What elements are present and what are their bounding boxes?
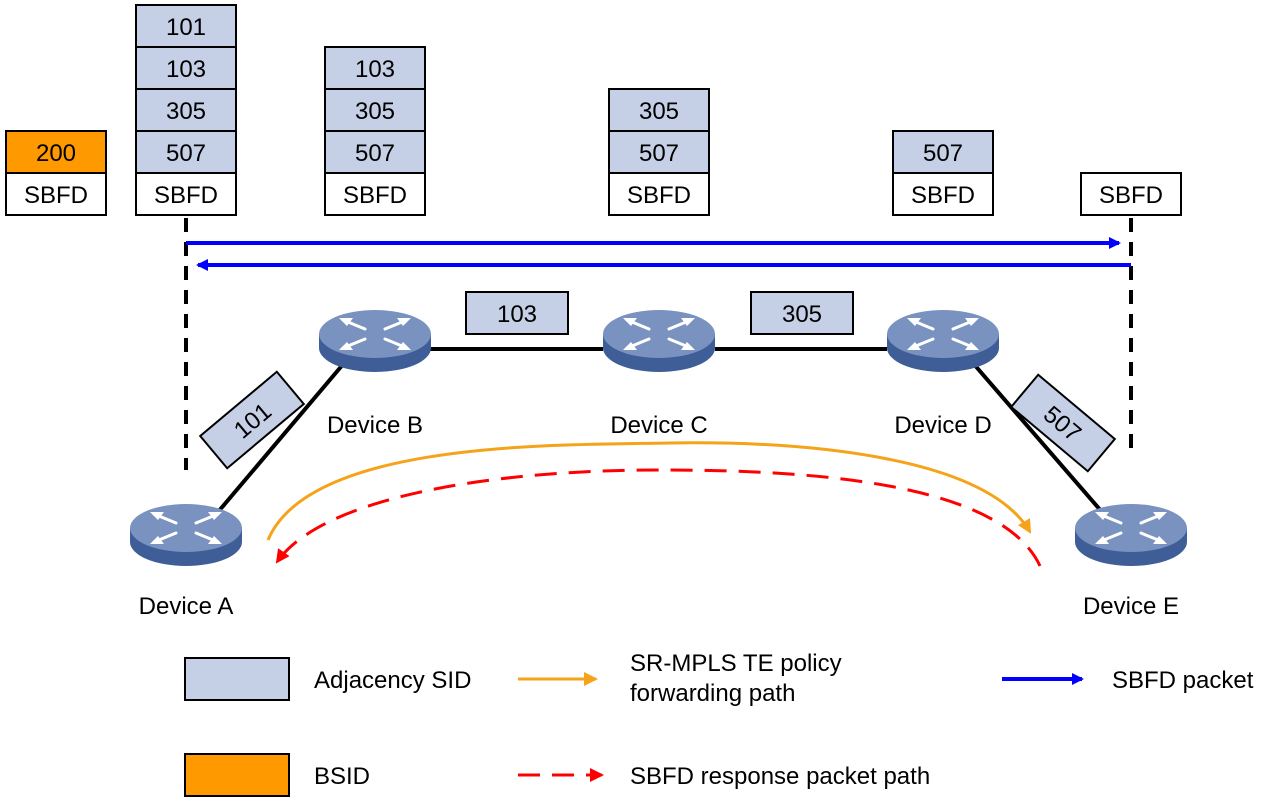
sbfd-label: SBFD [24, 182, 88, 209]
sbfd-cell [892, 172, 994, 216]
sid-cell [324, 46, 426, 90]
sid-label: 507 [166, 140, 206, 167]
device-e-label: Device E [1083, 593, 1179, 620]
link-sid-a-b: 101 [198, 370, 306, 470]
legend: Adjacency SID BSID SR-MPLS TE policy for… [184, 650, 1254, 797]
router-icon [317, 308, 433, 374]
device-a-label: Device A [139, 593, 234, 620]
router-icon [1073, 502, 1189, 568]
link-sid-c-d: 305 [750, 291, 854, 335]
router-icon [885, 308, 1001, 374]
sr-mpls-te-forwarding-path [266, 441, 1032, 541]
legend-adjacency-sid-label: Adjacency SID [314, 667, 471, 694]
sid-label: 103 [166, 56, 206, 83]
sid-label: 305 [166, 98, 206, 125]
label-stack-device-b: 103 305 507 SBFD [324, 46, 426, 216]
sid-label: 507 [639, 140, 679, 167]
sbfd-label: SBFD [154, 182, 218, 209]
device-d-label: Device D [894, 412, 991, 439]
bsid-stack: 200 SBFD [5, 130, 107, 216]
sid-label: 305 [355, 98, 395, 125]
sid-label: 507 [355, 140, 395, 167]
label-stack-device-d: 507 SBFD [892, 130, 994, 216]
link-sid-label: 305 [782, 301, 822, 328]
router-icon [128, 502, 244, 568]
link-sid-label: 103 [497, 301, 537, 328]
router-icon [601, 308, 717, 374]
device-c-label: Device C [610, 412, 707, 439]
legend-forwarding-path-label-line2: forwarding path [630, 680, 795, 707]
sid-label: 305 [639, 98, 679, 125]
sbfd-label: SBFD [627, 182, 691, 209]
sid-cell [324, 130, 426, 174]
link-a-b [216, 360, 347, 514]
sbfd-cell [1080, 172, 1182, 216]
sbfd-response-packet-path [275, 468, 1042, 567]
legend-bsid-swatch [184, 753, 290, 797]
sid-label: 103 [355, 56, 395, 83]
bsid-cell [5, 130, 107, 174]
sid-cell [135, 130, 237, 174]
link-d-e [970, 360, 1104, 514]
sbfd-label: SBFD [911, 182, 975, 209]
label-stack-device-a: 101 103 305 507 SBFD [135, 4, 237, 216]
sbfd-cell [324, 172, 426, 216]
sid-label: 101 [166, 14, 206, 41]
sbfd-label: SBFD [343, 182, 407, 209]
sbfd-cell [608, 172, 710, 216]
legend-response-path-label: SBFD response packet path [630, 763, 930, 790]
sbfd-cell [135, 172, 237, 216]
label-stack-device-c: 305 507 SBFD [608, 88, 710, 216]
legend-adjacency-sid-swatch [184, 657, 290, 701]
legend-bsid-label: BSID [314, 763, 370, 790]
sbfd-cell [5, 172, 107, 216]
label-stack-device-e: SBFD [1080, 172, 1182, 216]
link-sid-b-c: 103 [465, 291, 569, 335]
legend-sbfd-packet-label: SBFD packet [1112, 667, 1254, 694]
bsid-label: 200 [36, 140, 76, 167]
sid-label: 507 [923, 140, 963, 167]
sid-cell [135, 46, 237, 90]
legend-forwarding-path-label-line1: SR-MPLS TE policy [630, 650, 842, 677]
sid-cell [608, 88, 710, 132]
device-b-label: Device B [327, 412, 423, 439]
sbfd-label: SBFD [1099, 182, 1163, 209]
